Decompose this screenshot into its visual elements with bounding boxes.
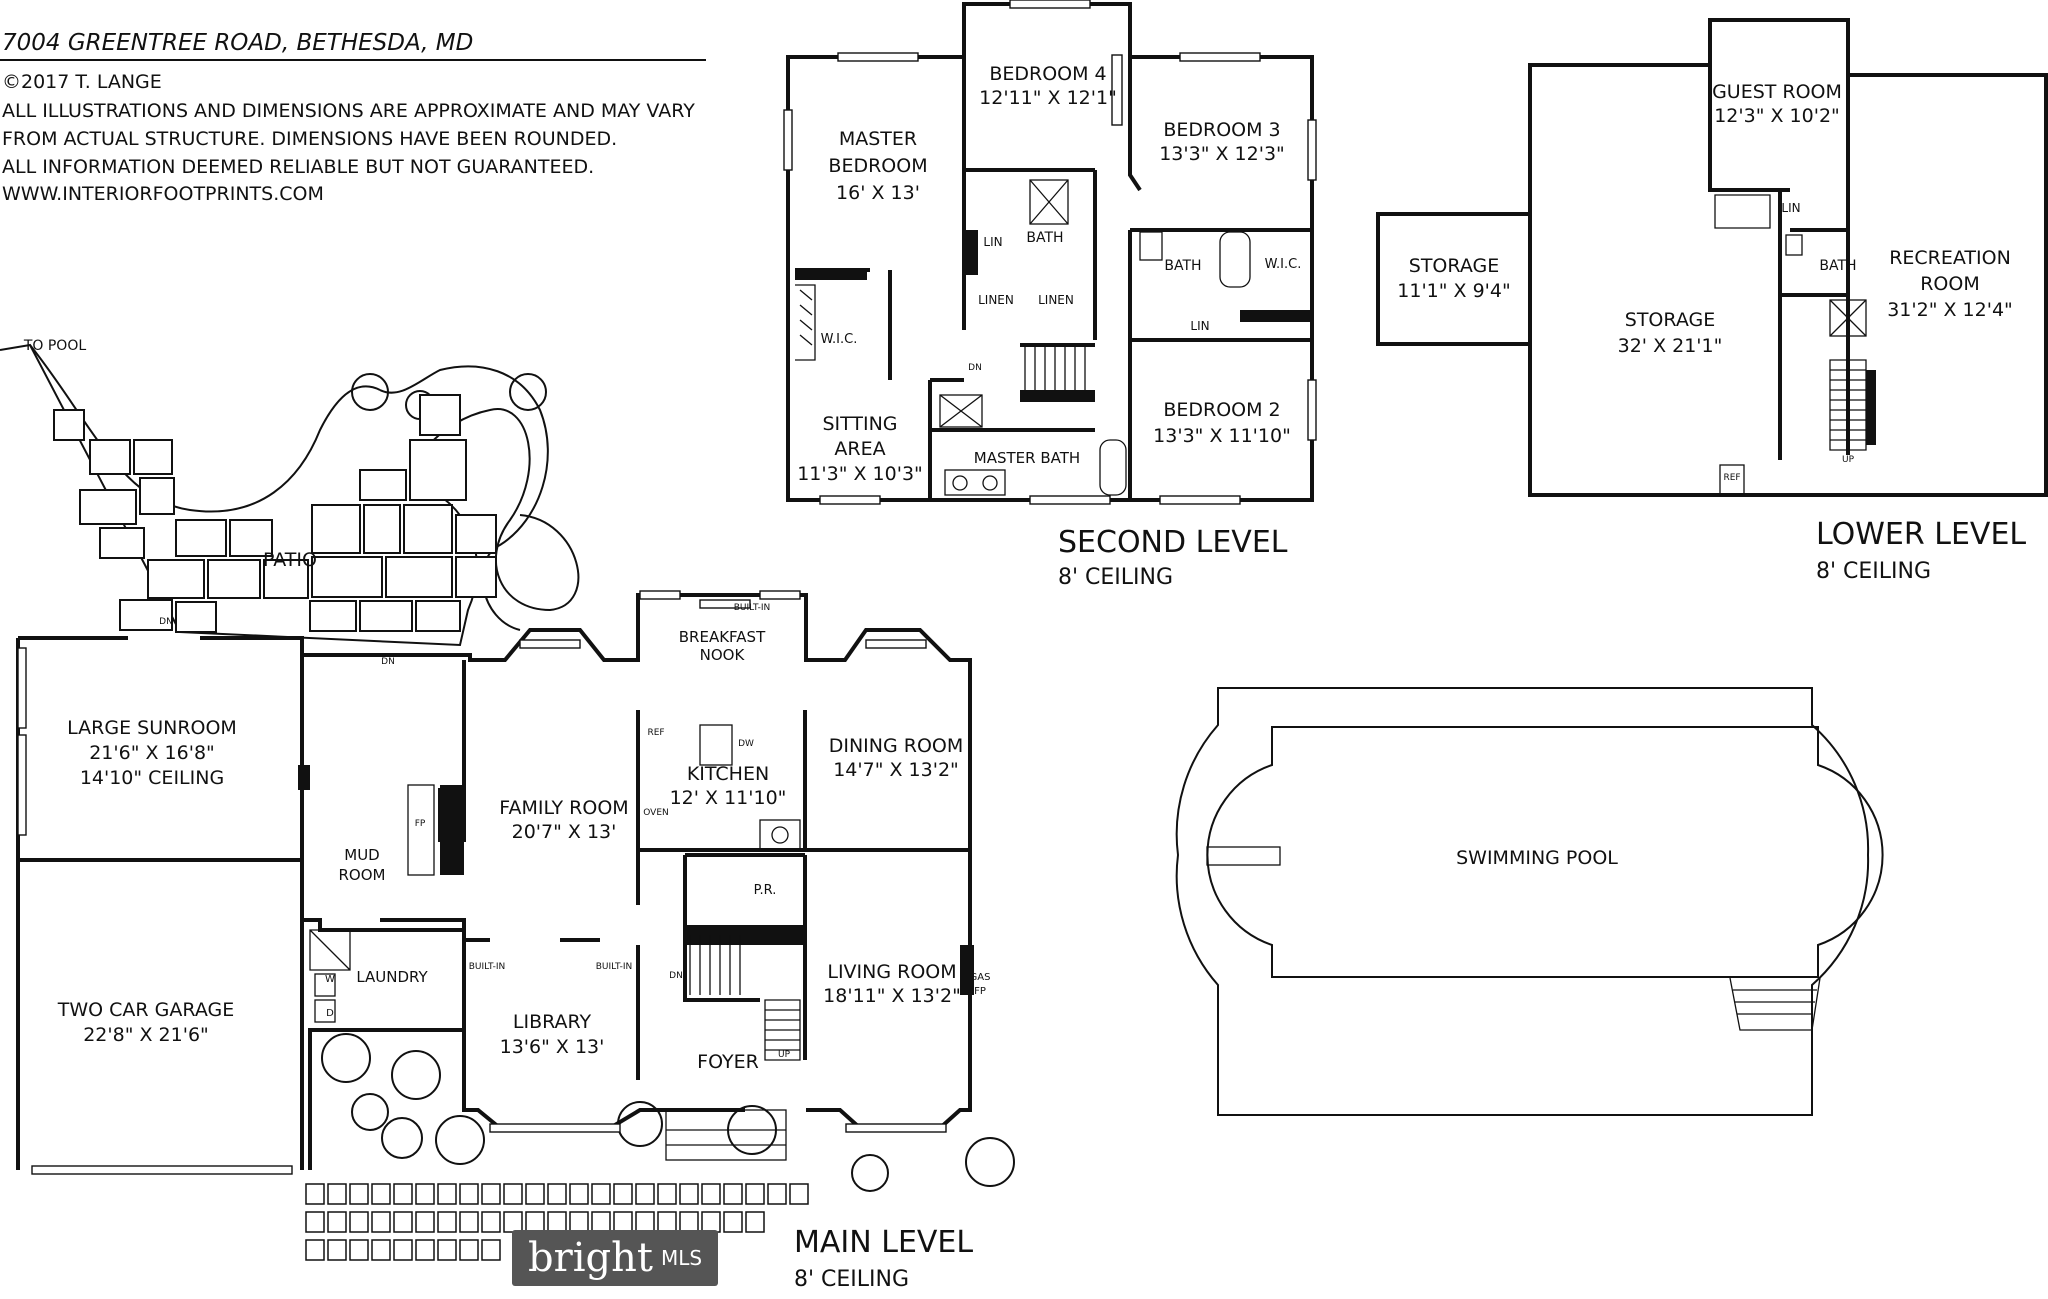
sunroom-dims: 21'6" X 16'8" <box>89 742 215 764</box>
main-dn-c: DN <box>669 971 683 981</box>
builtin-label-a: BUILT-IN <box>469 962 506 972</box>
lower-ref-label: REF <box>1723 473 1740 483</box>
second-level-title: SECOND LEVEL <box>1058 525 1288 560</box>
sunroom-ceiling: 14'10" CEILING <box>80 767 224 789</box>
foyer-label: FOYER <box>697 1051 759 1073</box>
main-dn-a: DN <box>159 617 173 627</box>
header: 7004 GREENTREE ROAD, BETHESDA, MD ©2017 … <box>0 30 706 205</box>
kitchen-name: KITCHEN <box>687 763 769 785</box>
second-level-ceiling: 8' CEILING <box>1058 565 1173 590</box>
linen-label-b: LINEN <box>1038 293 1074 307</box>
laundry-washer: W <box>325 974 335 985</box>
library-name: LIBRARY <box>513 1011 592 1033</box>
disclaimer-line-3: ALL INFORMATION DEEMED RELIABLE BUT NOT … <box>2 156 594 178</box>
kitchen-ref: REF <box>647 728 664 738</box>
kitchen-oven: OVEN <box>643 808 669 818</box>
linen-label-a: LINEN <box>978 293 1014 307</box>
master-bath-label: MASTER BATH <box>974 449 1080 467</box>
laundry-dryer: D <box>326 1008 334 1019</box>
second-level-dn: DN <box>968 363 982 373</box>
breakfast-nook-name-2: NOOK <box>700 646 746 664</box>
recreation-room-name-2: ROOM <box>1920 273 1980 295</box>
lower-bath-label: BATH <box>1819 258 1856 274</box>
main-up-label: UP <box>778 1050 791 1060</box>
guest-room-dims: 12'3" X 10'2" <box>1714 105 1840 127</box>
sitting-area-dims: 11'3" X 10'3" <box>797 463 923 485</box>
bright-mls-watermark: bright MLS <box>512 1230 718 1286</box>
bedroom-3-name: BEDROOM 3 <box>1163 119 1280 141</box>
family-room-fp: FP <box>415 819 426 829</box>
disclaimer-line-1: ALL ILLUSTRATIONS AND DIMENSIONS ARE APP… <box>2 100 695 122</box>
recreation-room-dims: 31'2" X 12'4" <box>1887 299 2013 321</box>
main-level-plan: TO POOL <box>0 338 1015 1292</box>
lower-level-ceiling: 8' CEILING <box>1816 559 1931 584</box>
patio-label: PATIO <box>263 549 317 571</box>
breakfast-nook-name-1: BREAKFAST <box>679 628 766 646</box>
master-bedroom-name-2: BEDROOM <box>828 155 927 177</box>
laundry-name: LAUNDRY <box>356 968 428 986</box>
to-pool-label: TO POOL <box>23 338 87 354</box>
living-fp: FP <box>974 986 986 997</box>
mud-room-name-2: ROOM <box>339 866 386 884</box>
storage-small-name: STORAGE <box>1409 255 1499 277</box>
storage-large-dims: 32' X 21'1" <box>1618 335 1723 357</box>
swimming-pool: SWIMMING POOL <box>1175 687 1884 1116</box>
wic-label-b: W.I.C. <box>1265 257 1302 272</box>
patio: PATIO <box>0 343 580 647</box>
bath-label-b: BATH <box>1164 258 1201 274</box>
second-level-plan: MASTER BEDROOM 16' X 13' BEDROOM 4 12'11… <box>783 0 1317 590</box>
library-dims: 13'6" X 13' <box>500 1036 605 1058</box>
master-bedroom-dims: 16' X 13' <box>836 182 920 204</box>
living-room-name: LIVING ROOM <box>827 961 956 983</box>
lower-lin-label: LIN <box>1781 201 1800 215</box>
recreation-room-name-1: RECREATION <box>1889 247 2011 269</box>
sitting-area-name-1: SITTING <box>822 413 897 435</box>
powder-room-label: P.R. <box>754 883 777 898</box>
property-address: 7004 GREENTREE ROAD, BETHESDA, MD <box>2 30 473 56</box>
storage-small-dims: 11'1" X 9'4" <box>1397 280 1510 302</box>
website: WWW.INTERIORFOOTPRINTS.COM <box>2 183 324 205</box>
bedroom-4-dims: 12'11" X 12'1" <box>979 87 1117 109</box>
breakfast-builtin: BUILT-IN <box>734 603 771 613</box>
disclaimer-line-2: FROM ACTUAL STRUCTURE. DIMENSIONS HAVE B… <box>2 128 617 150</box>
kitchen-dims: 12' X 11'10" <box>670 787 787 809</box>
kitchen-dw: DW <box>738 739 754 749</box>
lower-level-title: LOWER LEVEL <box>1816 517 2026 552</box>
bedroom-2-name: BEDROOM 2 <box>1163 399 1280 421</box>
garage-dims: 22'8" X 21'6" <box>83 1024 209 1046</box>
main-level-title: MAIN LEVEL <box>794 1225 973 1260</box>
lin-label-b: LIN <box>1190 319 1209 333</box>
storage-large-name: STORAGE <box>1625 309 1715 331</box>
sitting-area-name-2: AREA <box>834 438 885 460</box>
garage-name: TWO CAR GARAGE <box>57 999 234 1021</box>
family-room-dims: 20'7" X 13' <box>512 821 617 843</box>
bath-label-a: BATH <box>1026 230 1063 246</box>
bedroom-4-name: BEDROOM 4 <box>989 63 1106 85</box>
watermark-brand: bright <box>527 1235 653 1281</box>
mud-room-name-1: MUD <box>344 846 379 864</box>
wic-label-a: W.I.C. <box>821 332 858 347</box>
main-level-ceiling: 8' CEILING <box>794 1267 909 1292</box>
builtin-label-b: BUILT-IN <box>596 962 633 972</box>
dining-room-name: DINING ROOM <box>829 735 964 757</box>
sunroom-name: LARGE SUNROOM <box>67 717 237 739</box>
living-gas: GAS <box>970 972 991 983</box>
lower-up-label: UP <box>1842 455 1855 465</box>
living-room-dims: 18'11" X 13'2" <box>823 985 961 1007</box>
copyright: ©2017 T. LANGE <box>2 71 162 93</box>
watermark-mls: MLS <box>660 1246 703 1270</box>
main-dn-b: DN <box>381 657 395 667</box>
family-room-name: FAMILY ROOM <box>499 797 628 819</box>
bedroom-2-dims: 13'3" X 11'10" <box>1153 425 1291 447</box>
swimming-pool-label: SWIMMING POOL <box>1456 847 1618 869</box>
bedroom-3-dims: 13'3" X 12'3" <box>1159 143 1285 165</box>
dining-room-dims: 14'7" X 13'2" <box>833 759 959 781</box>
master-bedroom-name-1: MASTER <box>839 128 917 150</box>
guest-room-name: GUEST ROOM <box>1712 81 1842 103</box>
lin-label-a: LIN <box>983 235 1002 249</box>
lower-level-plan: GUEST ROOM 12'3" X 10'2" STORAGE 11'1" X… <box>1376 18 2048 584</box>
